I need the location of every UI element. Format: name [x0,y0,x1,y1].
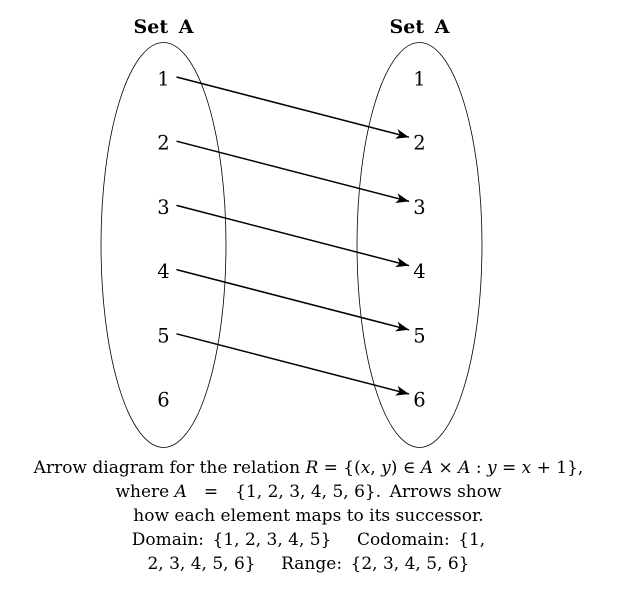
caption-text-segment: = [496,458,522,478]
caption: Arrow diagram for the relation R = {(x, … [0,456,617,576]
caption-text-segment: Arrow diagram for the relation [33,458,306,478]
arrow-3-to-4 [176,204,410,268]
caption-math-var: y [486,458,497,478]
left-element-6: 6 [157,389,169,412]
arrow-4-to-5 [176,268,410,332]
caption-math-var: y [381,458,391,478]
caption-math-var: A [420,458,434,478]
caption-text-segment: = {1, 2, 3, 4, 5, 6}. Arrows show [186,482,502,502]
caption-math-var: R [305,458,319,478]
caption-text-segment: ) ∈ [390,458,421,478]
left-element-5: 5 [157,324,169,347]
left-set-title: Set A [134,16,194,38]
caption-line-3: how each element maps to its successor. [0,504,617,528]
right-element-5: 5 [413,324,425,347]
left-element-3: 3 [157,196,169,219]
right-element-6: 6 [413,389,425,412]
left-element-4: 4 [157,260,169,283]
caption-text-segment: where [115,482,175,502]
caption-text-segment: Domain: {1, 2, 3, 4, 5} Codomain: {1, [131,530,486,550]
right-element-1: 1 [413,68,425,91]
arrow-1-to-2 [176,76,410,139]
caption-text-segment: + 1}, [531,458,584,478]
right-element-4: 4 [413,260,425,283]
caption-text-segment: × [433,458,459,478]
right-element-2: 2 [413,132,425,155]
caption-math-var: A [174,482,187,502]
right-set-ellipse [356,42,483,448]
arrow-5-to-6 [176,333,410,396]
caption-line-1: Arrow diagram for the relation R = {(x, … [0,456,617,480]
caption-line-2: where A = {1, 2, 3, 4, 5, 6}. Arrows sho… [0,480,617,504]
caption-math-var: x [521,458,532,478]
caption-text-segment: = {( [318,458,361,478]
caption-line-4: Domain: {1, 2, 3, 4, 5} Codomain: {1, [0,528,617,552]
arrow-2-to-3 [176,140,410,203]
caption-text-segment: : [470,458,487,478]
left-element-2: 2 [157,132,169,155]
caption-math-var: A [458,458,471,478]
caption-text-segment: 2, 3, 4, 5, 6} Range: {2, 3, 4, 5, 6} [147,554,470,574]
diagram-content: Set A Set A 1 2 3 4 5 6 1 2 3 4 5 6 [100,16,483,448]
caption-text-segment: how each element maps to its successor. [133,506,484,526]
arrow-diagram: Set A Set A 1 2 3 4 5 6 1 2 3 4 5 6 [100,16,483,448]
caption-line-5: 2, 3, 4, 5, 6} Range: {2, 3, 4, 5, 6} [0,552,617,576]
caption-text-segment: , [370,458,382,478]
left-element-1: 1 [157,68,169,91]
right-set-title: Set A [390,16,450,38]
caption-math-var: x [360,458,371,478]
left-set-ellipse [100,42,227,448]
right-element-3: 3 [413,196,425,219]
